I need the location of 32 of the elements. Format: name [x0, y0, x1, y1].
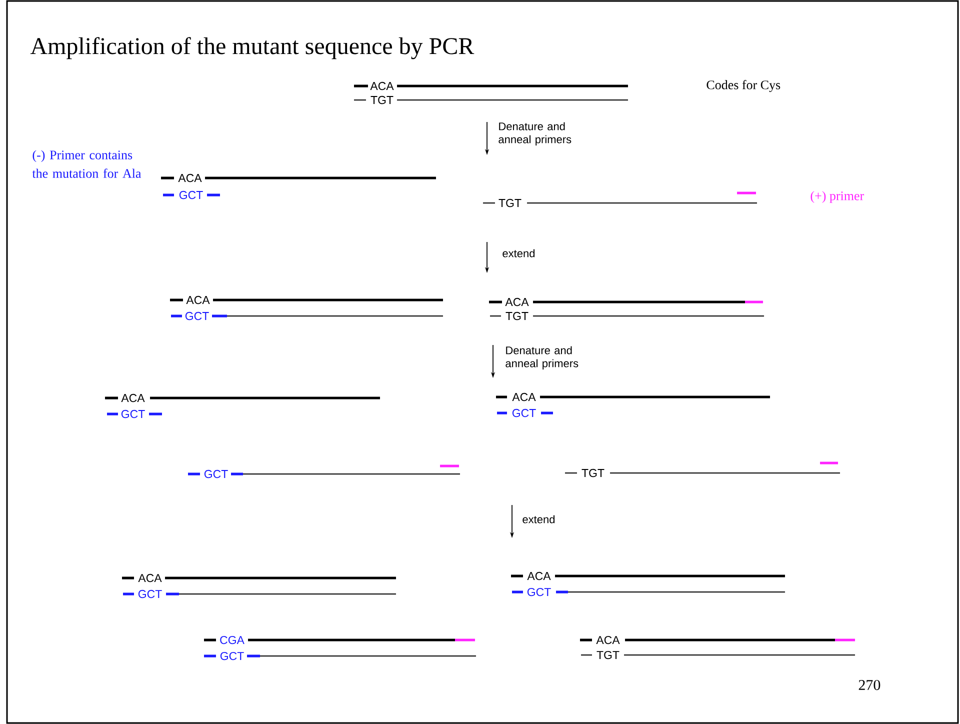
note: Codes for Cys: [706, 80, 780, 92]
step-label: extend: [522, 515, 555, 524]
step-label: Denature and anneal primers: [498, 122, 572, 146]
dna-strand: ACA: [496, 392, 770, 402]
dna-strand: ACA: [354, 82, 628, 90]
dna-strand: GCT: [204, 652, 476, 660]
dna-strand: GCT: [123, 590, 396, 598]
page-number: 270: [858, 680, 880, 690]
note: (-) Primer contains the mutation for Ala: [32, 150, 142, 178]
dna-strand: TGT: [482, 198, 758, 208]
note: (+) primer: [810, 191, 864, 203]
dna-strand: GCT: [163, 190, 220, 200]
dna-strand: GCT: [188, 470, 460, 478]
dna-strand: ACA: [105, 394, 380, 402]
dna-strand: ACA: [489, 298, 763, 306]
dna-strand: CGA: [204, 636, 475, 644]
dna-strand: TGT: [354, 96, 628, 104]
dna-strand: TGT: [564, 468, 840, 478]
dna-strand: GCT: [497, 408, 553, 418]
dna-strand: ACA: [122, 574, 396, 582]
dna-strand: GCT: [171, 312, 444, 320]
step-label: Denature and anneal primers: [506, 346, 578, 370]
slide-title: Amplification of the mutant sequence by PCR: [30, 37, 474, 60]
dna-strand: TGT: [490, 312, 764, 320]
step-label: extend: [502, 249, 535, 258]
dna-strand: ACA: [170, 296, 443, 304]
dna-strand: GCT: [512, 588, 786, 596]
dna-strand: ACA: [580, 636, 855, 644]
dna-strand: TGT: [580, 650, 856, 660]
dna-strand: GCT: [107, 410, 162, 418]
dna-strand: ACA: [161, 174, 436, 182]
dna-strand: ACA: [511, 572, 785, 580]
